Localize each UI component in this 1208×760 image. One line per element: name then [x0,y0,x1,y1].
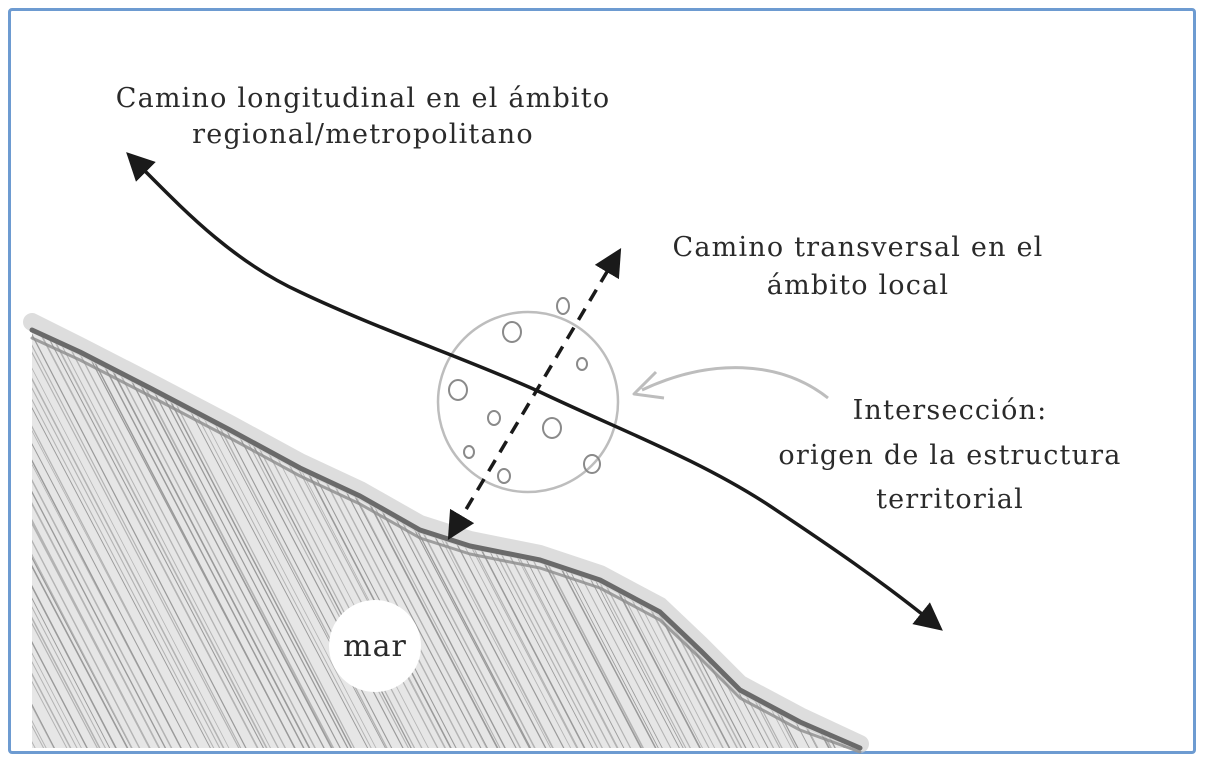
hatch-line [875,300,1116,760]
hatch-line [752,330,860,748]
hatch-line [749,330,860,748]
hatch-line [32,330,206,748]
longitudinal-road-label-line2: regional/metropolitano [192,119,534,150]
intersection-label-line3: territorial [876,484,1024,515]
hatch-line [32,330,246,748]
hatch-line [736,330,860,748]
hatch-line [837,330,860,748]
hatch-line [32,330,221,748]
hatch-line [32,330,179,748]
hatch-line [32,330,33,748]
hatch-line [32,330,107,748]
intersection-label-line1: Intersección: [853,395,1048,426]
hatch-line [32,330,147,748]
intersection-pointer-arrow [632,366,829,400]
hatch-line [32,330,88,748]
hatch-line [0,300,25,760]
hatch-line [784,330,860,748]
hatch-line [32,330,78,748]
hatch-line [790,330,860,748]
transversal-road-label-line2: ámbito local [767,270,949,301]
hatch-line [32,330,113,748]
hatch-line [740,330,860,748]
hatch-line [824,330,860,748]
hatch-line [795,330,860,748]
hatch-line [844,330,860,748]
hatch-line [32,330,117,748]
longitudinal-road-label-line1: Camino longitudinal en el ámbito [116,83,611,114]
hatch-line [32,330,139,748]
hatch-line [32,330,218,748]
hatch-line [32,330,157,748]
hatch-line [32,330,139,748]
sea-area [0,300,1116,760]
hatch-line [32,330,236,748]
transversal-road-label-line1: Camino transversal en el [673,232,1044,263]
hatch-line [0,300,5,760]
sea-label: mar [343,629,407,664]
hatch-line [869,300,1110,760]
hatch-line [862,300,1102,760]
hatch-line [32,330,105,748]
hatch-line [32,330,227,748]
hatch-line [778,330,860,748]
intersection-label-line2: origen de la estructura [778,440,1121,471]
hatch-line [32,330,231,748]
hatch-line [32,330,84,748]
hatch-line [800,330,860,748]
hatch-line [818,330,860,748]
hatch-line [32,330,167,748]
hatch-line [829,330,860,748]
hatch-line [32,330,198,748]
transversal-road-arrow [447,247,622,541]
hatch-line [0,300,8,760]
hatch-line [0,300,16,760]
hatch-line [32,330,173,748]
hatch-line [32,330,94,748]
hatch-line [812,330,860,748]
hatch-line [857,330,860,748]
intersection-circle [436,297,620,494]
hatch-line [0,300,18,760]
hatch-line [760,330,860,748]
hatch-line [849,330,860,748]
hatch-line [32,330,188,748]
hatch-line [32,330,74,748]
hatch-line [806,330,860,748]
hatch-line [32,330,123,748]
hatch-line [32,330,135,748]
